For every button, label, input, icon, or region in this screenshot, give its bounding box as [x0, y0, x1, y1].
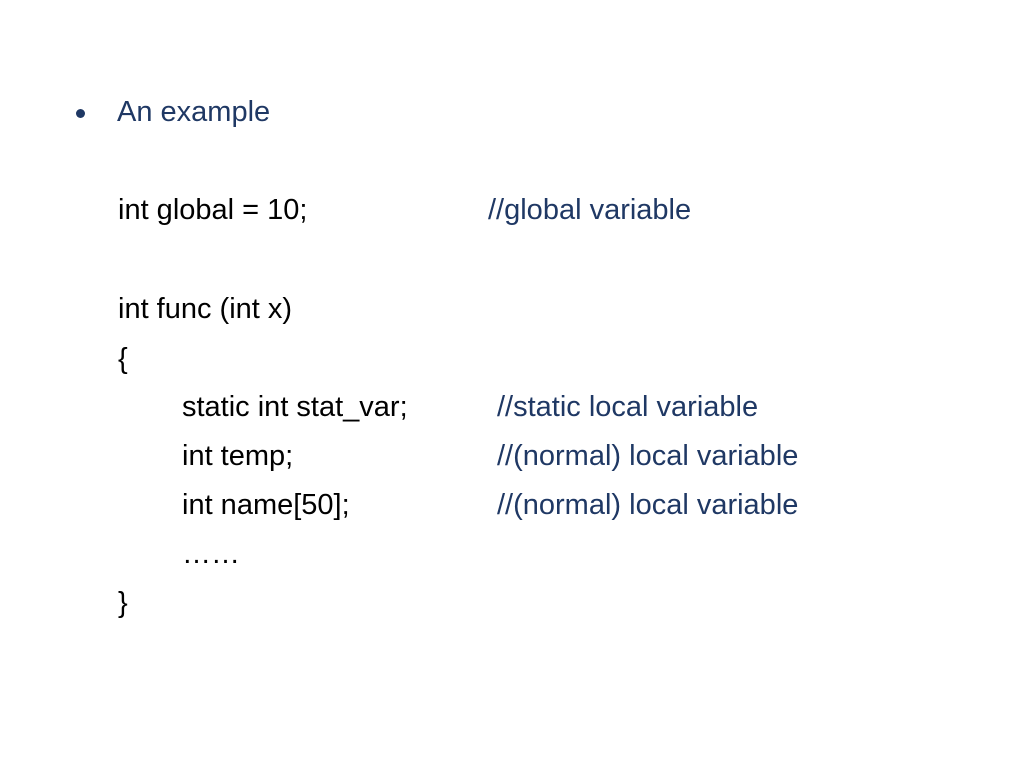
code-line-open-brace: { — [118, 343, 128, 375]
comment-temp: //(normal) local variable — [497, 440, 799, 472]
code-line-global: int global = 10; — [118, 194, 308, 226]
code-line-name-array: int name[50]; — [182, 489, 350, 521]
code-line-ellipsis: …… — [182, 538, 240, 570]
bullet-item: An example — [76, 92, 270, 132]
code-line-func-signature: int func (int x) — [118, 293, 293, 325]
bullet-heading: An example — [117, 96, 271, 128]
comment-static-var: //static local variable — [497, 391, 759, 423]
code-line-close-brace: } — [118, 587, 128, 619]
bullet-icon — [76, 108, 85, 118]
code-line-temp: int temp; — [182, 440, 294, 472]
code-line-static-var: static int stat_var; — [182, 391, 408, 423]
comment-global: //global variable — [488, 194, 692, 226]
comment-name-array: //(normal) local variable — [497, 489, 799, 521]
